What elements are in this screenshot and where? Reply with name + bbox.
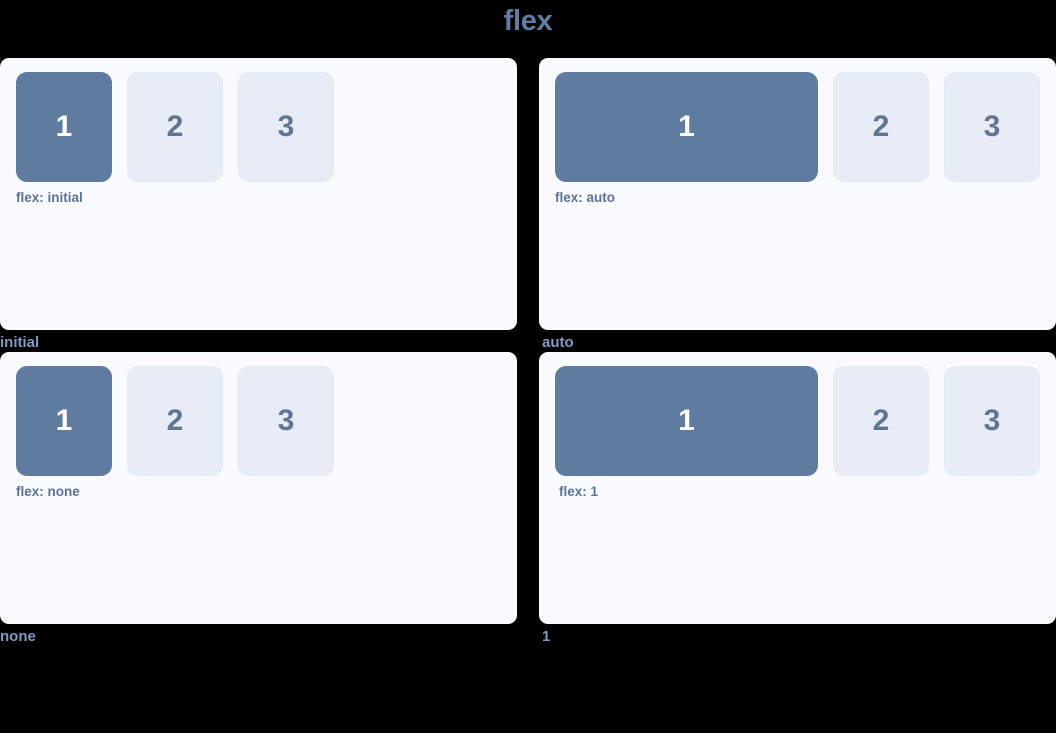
demo-label-auto: auto xyxy=(542,334,574,351)
demo-cell-one: 1 2 3 flex: 1 1 xyxy=(539,352,1056,645)
flex-item-2[interactable]: 2 xyxy=(833,72,929,182)
flex-item-3[interactable]: 3 xyxy=(944,72,1040,182)
demo-label-one: 1 xyxy=(542,628,551,645)
flex-container-one: 1 2 3 xyxy=(555,366,1040,476)
flex-container-none: 1 2 3 xyxy=(16,366,501,476)
demo-cell-none: 1 2 3 flex: none none xyxy=(0,352,517,645)
demo-cell-initial: 1 2 3 flex: initial initial xyxy=(0,58,517,351)
flex-property-note: flex: initial xyxy=(16,190,83,205)
flex-container-auto: 1 2 3 xyxy=(555,72,1040,182)
demo-label-none: none xyxy=(0,628,36,645)
flex-property-note: flex: none xyxy=(16,484,80,499)
flex-item-3[interactable]: 3 xyxy=(238,366,334,476)
demo-panel-initial: 1 2 3 flex: initial xyxy=(0,58,517,330)
demo-cell-auto: 1 2 3 flex: auto auto xyxy=(539,58,1056,351)
demo-panel-none: 1 2 3 flex: none xyxy=(0,352,517,624)
flex-item-1[interactable]: 1 xyxy=(555,366,818,476)
flex-item-2[interactable]: 2 xyxy=(127,366,223,476)
flex-item-1[interactable]: 1 xyxy=(16,72,112,182)
demo-grid: 1 2 3 flex: initial initial 1 2 3 flex: … xyxy=(0,58,1056,645)
flex-item-1[interactable]: 1 xyxy=(555,72,818,182)
flex-property-note: flex: auto xyxy=(555,190,616,205)
flex-item-3[interactable]: 3 xyxy=(238,72,334,182)
flex-container-initial: 1 2 3 xyxy=(16,72,501,182)
flex-item-3[interactable]: 3 xyxy=(944,366,1040,476)
flex-property-note: flex: 1 xyxy=(559,484,599,499)
demo-panel-one: 1 2 3 flex: 1 xyxy=(539,352,1056,624)
demo-panel-auto: 1 2 3 flex: auto xyxy=(539,58,1056,330)
page-title: flex xyxy=(503,5,553,37)
demo-label-initial: initial xyxy=(0,334,40,351)
flex-item-1[interactable]: 1 xyxy=(16,366,112,476)
flex-item-2[interactable]: 2 xyxy=(833,366,929,476)
flex-item-2[interactable]: 2 xyxy=(127,72,223,182)
